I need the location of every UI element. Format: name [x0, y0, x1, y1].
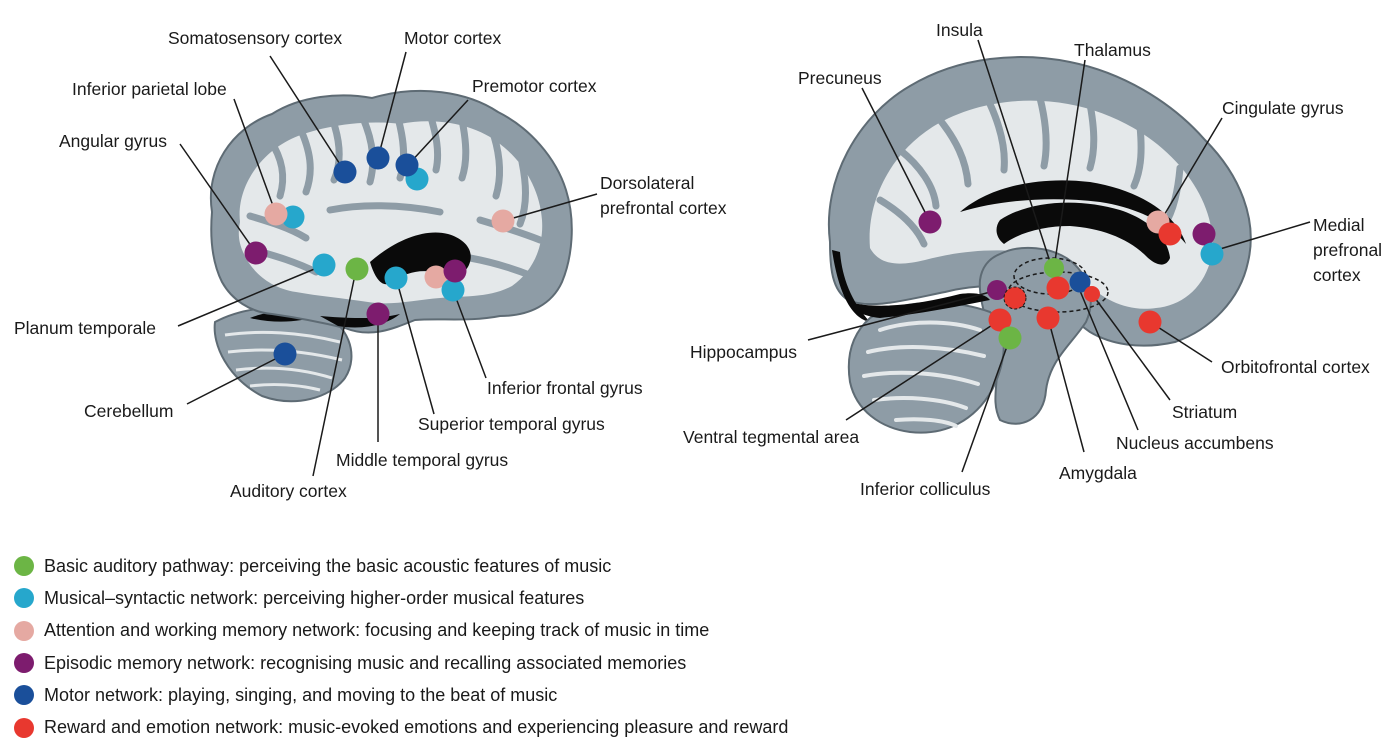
legend-dot-syntactic — [14, 588, 34, 609]
legend-item-reward: Reward and emotion network: music-evoked… — [14, 711, 1014, 743]
mpfc-syntactic-dot — [1200, 242, 1224, 266]
legend-dot-reward — [14, 717, 34, 738]
inferior-colliculus-auditory-dot — [998, 326, 1022, 350]
angular-gyrus-episodic-dot — [244, 241, 268, 265]
label-premotor: Premotor cortex — [472, 76, 597, 96]
vta-reward-dot — [988, 308, 1012, 332]
stg-syntactic-dot — [384, 266, 408, 290]
precuneus-episodic-dot — [918, 210, 942, 234]
striatum-motor-dot — [1069, 271, 1091, 293]
legend-item-auditory: Basic auditory pathway: perceiving the b… — [14, 550, 1014, 582]
label-mtg: Middle temporal gyrus — [336, 450, 508, 470]
label-ifg: Inferior frontal gyrus — [487, 378, 643, 398]
legend-item-episodic: Episodic memory network: recognising mus… — [14, 647, 1014, 679]
striatum-reward-dot — [1084, 286, 1100, 302]
legend-item-syntactic: Musical–syntactic network: perceiving hi… — [14, 582, 1014, 614]
ofc-reward-dot — [1138, 310, 1162, 334]
label-ofc: Orbitofrontal cortex — [1221, 357, 1370, 377]
premotor-motor-dot — [395, 153, 419, 177]
medial-labels: Insula Thalamus Precuneus Cingulate gyru… — [683, 20, 1382, 499]
label-amygdala: Amygdala — [1059, 463, 1137, 483]
legend-dot-motor — [14, 685, 34, 706]
inferior-parietal-syntactic-dot — [281, 205, 305, 229]
thalamus-auditory-dot — [1044, 258, 1064, 278]
label-hippocampus: Hippocampus — [690, 342, 797, 362]
label-mpfc-line3: cortex — [1313, 265, 1361, 285]
label-insula: Insula — [936, 20, 983, 40]
mtg-episodic-dot — [366, 302, 390, 326]
ifg-syntactic-dot — [441, 278, 465, 302]
lateral-leader-lines — [177, 51, 598, 477]
label-mpfc-line2: prefronal — [1313, 240, 1382, 260]
legend-text-episodic: Episodic memory network: recognising mus… — [44, 652, 687, 673]
legend-dot-episodic — [14, 653, 34, 674]
label-somatosensory: Somatosensory cortex — [168, 28, 342, 48]
label-angular-gyrus: Angular gyrus — [59, 131, 167, 151]
medial-dots — [918, 210, 1224, 350]
medial-leader-lines — [807, 39, 1311, 473]
legend-dot-attention — [14, 620, 34, 641]
label-vta: Ventral tegmental area — [683, 427, 859, 447]
ifg-episodic-dot — [443, 259, 467, 283]
medial-brain — [827, 56, 1252, 434]
legend-dot-auditory — [14, 556, 34, 577]
medial-white-matter — [869, 100, 1213, 309]
cerebellum-motor-dot — [273, 342, 297, 366]
label-dlpfc-line2: prefrontal cortex — [600, 198, 727, 218]
label-thalamus: Thalamus — [1074, 40, 1151, 60]
label-cerebellum: Cerebellum — [84, 401, 173, 421]
lateral-dots — [244, 146, 515, 366]
hippocampus-reward-dot — [1003, 286, 1027, 310]
auditory-cortex-dot — [345, 257, 369, 281]
hippocampus-episodic-dot — [987, 280, 1007, 300]
inferior-parietal-attention-dot — [264, 202, 288, 226]
somatosensory-motor-dot — [333, 160, 357, 184]
legend-item-attention: Attention and working memory network: fo… — [14, 615, 1014, 647]
lateral-labels: Somatosensory cortex Motor cortex Premot… — [14, 28, 727, 501]
label-planum-temporale: Planum temporale — [14, 318, 156, 338]
ifg-attention-dot — [424, 265, 448, 289]
legend-text-motor: Motor network: playing, singing, and mov… — [44, 684, 558, 705]
cingulate-reward-dot — [1158, 222, 1182, 246]
legend: Basic auditory pathway: perceiving the b… — [14, 550, 1014, 744]
label-nacc: Nucleus accumbens — [1116, 433, 1274, 453]
label-stg: Superior temporal gyrus — [418, 414, 605, 434]
brain-diagram: Somatosensory cortex Motor cortex Premot… — [14, 20, 1382, 501]
label-auditory-cortex: Auditory cortex — [230, 481, 347, 501]
label-precuneus: Precuneus — [798, 68, 882, 88]
insula-reward-dot — [1046, 276, 1070, 300]
motor-cortex-dot — [366, 146, 390, 170]
label-dlpfc-line1: Dorsolateral — [600, 173, 694, 193]
label-inferior-colliculus: Inferior colliculus — [860, 479, 991, 499]
planum-temporale-syntactic-dot — [312, 253, 336, 277]
legend-text-syntactic: Musical–syntactic network: perceiving hi… — [44, 587, 585, 608]
mpfc-episodic-dot — [1192, 222, 1216, 246]
label-cingulate: Cingulate gyrus — [1222, 98, 1344, 118]
legend-text-reward: Reward and emotion network: music-evoked… — [44, 717, 789, 738]
amygdala-reward-dot — [1036, 306, 1060, 330]
label-motor-cortex: Motor cortex — [404, 28, 501, 48]
legend-text-attention: Attention and working memory network: fo… — [44, 620, 710, 641]
legend-item-motor: Motor network: playing, singing, and mov… — [14, 679, 1014, 711]
legend-text-auditory: Basic auditory pathway: perceiving the b… — [44, 555, 612, 576]
label-inferior-parietal: Inferior parietal lobe — [72, 79, 227, 99]
label-striatum: Striatum — [1172, 402, 1237, 422]
dlpfc-attention-dot — [491, 209, 515, 233]
corpus-callosum — [996, 202, 1170, 265]
label-mpfc-line1: Medial — [1313, 215, 1365, 235]
lateral-brain — [209, 89, 573, 403]
